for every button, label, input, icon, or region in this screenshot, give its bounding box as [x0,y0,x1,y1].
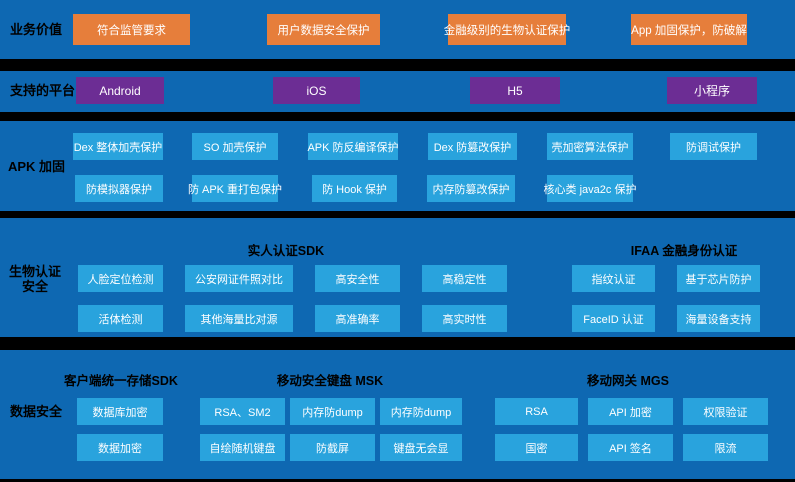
row-label-platforms: 支持的平台 [10,83,76,98]
data-security-feature-chip: 内存防dump [290,398,375,425]
apk-feature-chip: 核心类 java2c 保护 [544,175,636,202]
row-data-security: 数据安全 客户端统一存储SDK 移动安全键盘 MSK 移动网关 MGS 数据库加… [0,350,795,479]
row-business-value: 业务价值 符合监管要求 用户数据安全保护 金融级别的生物认证保护 App 加固保… [0,0,795,59]
row-label-data-security: 数据安全 [10,404,63,419]
apk-feature-chip: 防调试保护 [670,133,757,160]
biometric-feature-chip: 公安网证件照对比 [185,265,293,292]
data-security-feature-chip: 内存防dump [380,398,462,425]
data-security-feature-chip: API 签名 [588,434,673,461]
data-security-feature-chip: API 加密 [588,398,673,425]
group-title-mgs: 移动网关 MGS [587,374,669,388]
row-divider [0,337,795,350]
row-label-apk-hardening: APK 加固 [8,159,66,174]
group-title-realperson-sdk: 实人认证SDK [247,244,325,258]
biometric-feature-chip: 高稳定性 [422,265,507,292]
biometric-feature-chip: 高安全性 [315,265,400,292]
apk-feature-chip: 防模拟器保护 [75,175,163,202]
business-value-chip: 用户数据安全保护 [267,14,380,45]
platform-chip: H5 [470,77,560,104]
row-platforms: 支持的平台 Android iOS H5 小程序 [0,71,795,112]
apk-feature-chip: 内存防篡改保护 [427,175,515,202]
biometric-feature-chip: 高准确率 [315,305,400,332]
data-security-feature-chip: 防截屏 [290,434,375,461]
apk-feature-chip: 防 APK 重打包保护 [188,175,282,202]
biometric-feature-chip: 海量设备支持 [677,305,760,332]
data-security-feature-chip: 自绘随机键盘 [200,434,285,461]
row-divider [0,59,795,71]
row-divider [0,479,795,482]
data-security-feature-chip: 数据加密 [77,434,163,461]
biometric-feature-chip: FaceID 认证 [572,305,655,332]
platform-chip: 小程序 [667,77,757,104]
group-title-msk: 移动安全键盘 MSK [276,374,384,388]
group-title-storage-sdk: 客户端统一存储SDK [64,374,178,388]
data-security-feature-chip: 权限验证 [683,398,768,425]
business-value-chip: 符合监管要求 [73,14,190,45]
platform-chip: iOS [273,77,360,104]
biometric-feature-chip: 人脸定位检测 [78,265,163,292]
biometric-feature-chip: 其他海量比对源 [185,305,293,332]
row-label-business-value: 业务价值 [10,22,63,37]
data-security-feature-chip: RSA、SM2 [200,398,285,425]
apk-feature-chip: Dex 整体加壳保护 [73,133,163,160]
row-biometric-security: 生物认证安全 实人认证SDK IFAA 金融身份认证 人脸定位检测 公安网证件照… [0,218,795,337]
business-value-chip: 金融级别的生物认证保护 [444,14,570,45]
data-security-feature-chip: 限流 [683,434,768,461]
apk-feature-chip: SO 加壳保护 [192,133,278,160]
platform-chip: Android [76,77,164,104]
apk-feature-chip: Dex 防篡改保护 [428,133,517,160]
biometric-feature-chip: 基于芯片防护 [677,265,760,292]
biometric-feature-chip: 高实时性 [422,305,507,332]
data-security-feature-chip: 键盘无会显 [380,434,462,461]
business-value-chip: App 加固保护，防破解 [631,14,747,45]
group-title-ifaa: IFAA 金融身份认证 [630,244,738,258]
row-divider [0,211,795,218]
biometric-feature-chip: 活体检测 [78,305,163,332]
apk-feature-chip: APK 防反编译保护 [307,133,399,160]
data-security-feature-chip: 数据库加密 [77,398,163,425]
row-apk-hardening: APK 加固 Dex 整体加壳保护 SO 加壳保护 APK 防反编译保护 Dex… [0,121,795,211]
row-label-biometric-security: 生物认证安全 [8,264,61,294]
biometric-feature-chip: 指纹认证 [572,265,655,292]
apk-feature-chip: 防 Hook 保护 [312,175,397,202]
apk-feature-chip: 壳加密算法保护 [547,133,633,160]
data-security-feature-chip: RSA [495,398,578,425]
data-security-feature-chip: 国密 [495,434,578,461]
row-divider [0,112,795,121]
